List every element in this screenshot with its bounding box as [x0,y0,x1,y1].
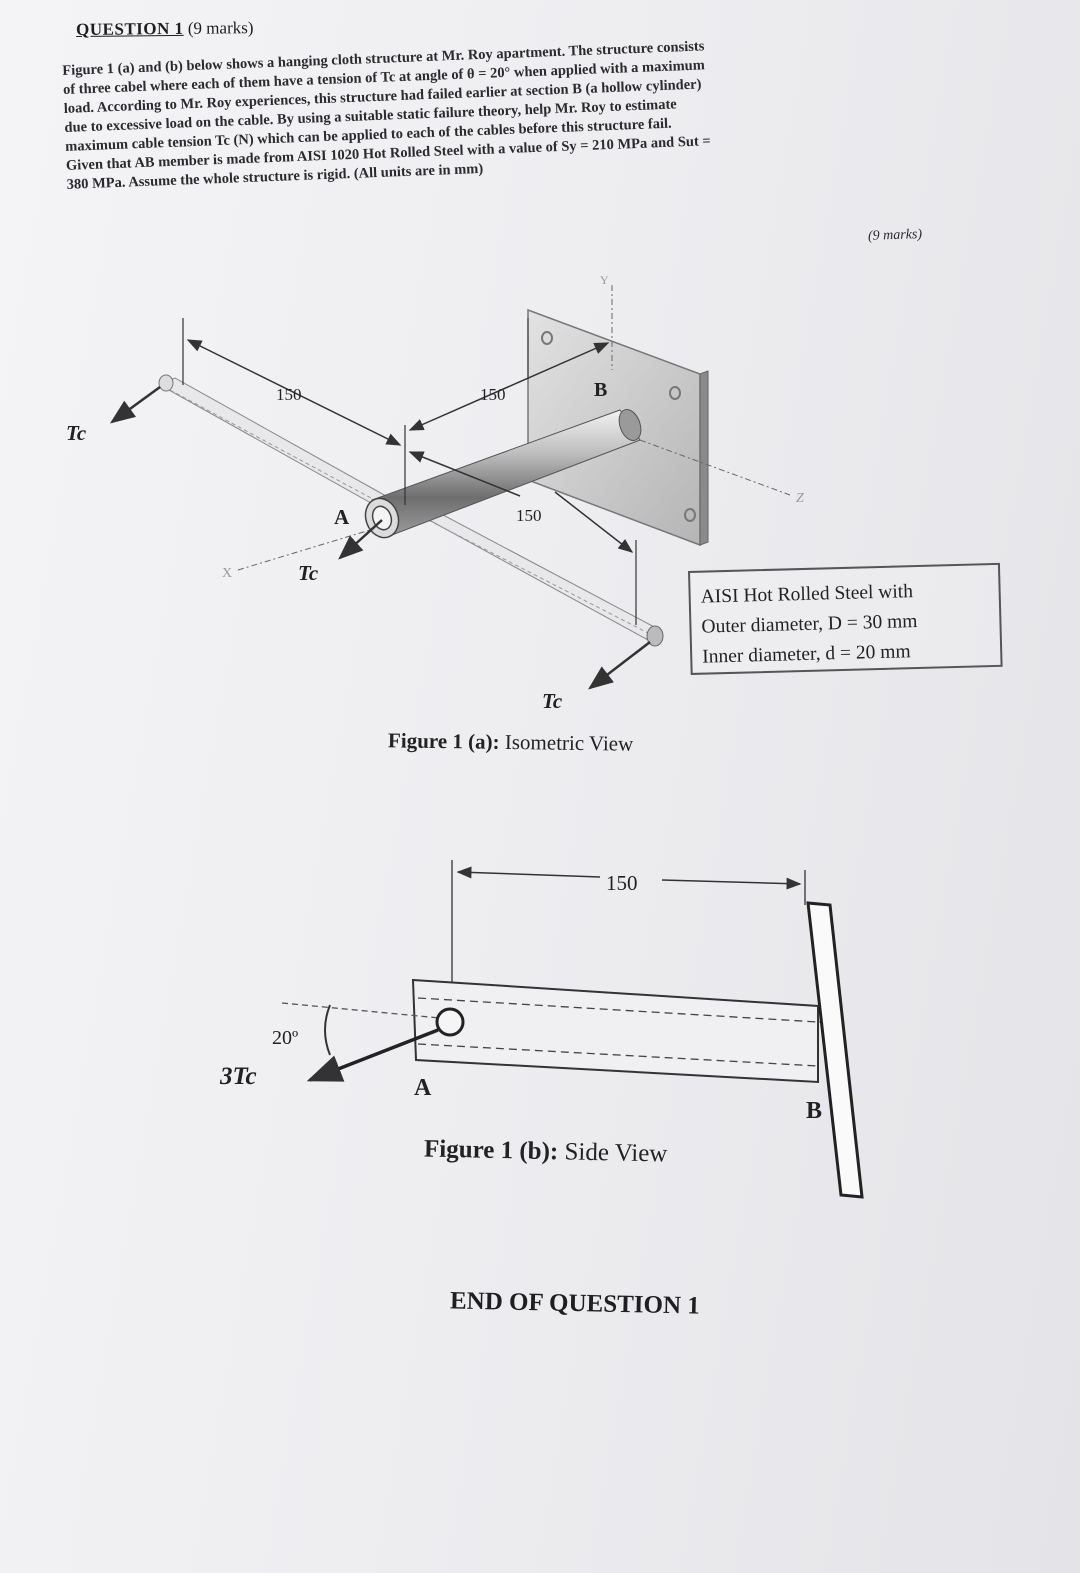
material-info-box: AISI Hot Rolled Steel with Outer diamete… [688,562,1003,675]
dim-label-lower: 150 [516,506,542,525]
side-point-a-label: A [414,1075,432,1101]
figure-b-caption-text: Side View [557,1138,668,1168]
figure-b-side-view [281,860,864,1199]
force-arrows [109,385,651,690]
figure-a-caption: Figure 1 (a): Isometric View [388,728,634,756]
info-line: Inner diameter, d = 20 mm [701,641,911,668]
tc-mid-label: Tc [298,561,319,585]
load-3tc-label: 3Tc [219,1063,257,1090]
point-a-label: A [334,505,350,529]
tc-left-label: Tc [66,421,87,445]
angle-label: 20º [272,1027,298,1049]
figure-a-caption-bold: Figure 1 (a): [387,728,500,754]
figure-b-caption: Figure 1 (b): Side View [424,1135,668,1168]
axis-x-label: X [222,566,232,581]
dim-label-side: 150 [606,871,638,895]
axis-z-label: Z [796,491,804,506]
dim-label-mid: 150 [480,385,506,404]
end-of-question: END OF QUESTION 1 [449,1287,701,1320]
dim-label-left: 150 [276,385,302,404]
figure-b-caption-bold: Figure 1 (b): [423,1135,559,1166]
tc-bottom-label: Tc [542,689,563,713]
side-point-b-label: B [806,1098,822,1124]
axis-y-label: Y [600,273,609,287]
figure-a-caption-text: Isometric View [499,729,634,756]
point-b-label: B [594,379,607,401]
dimension-lines [182,318,637,625]
